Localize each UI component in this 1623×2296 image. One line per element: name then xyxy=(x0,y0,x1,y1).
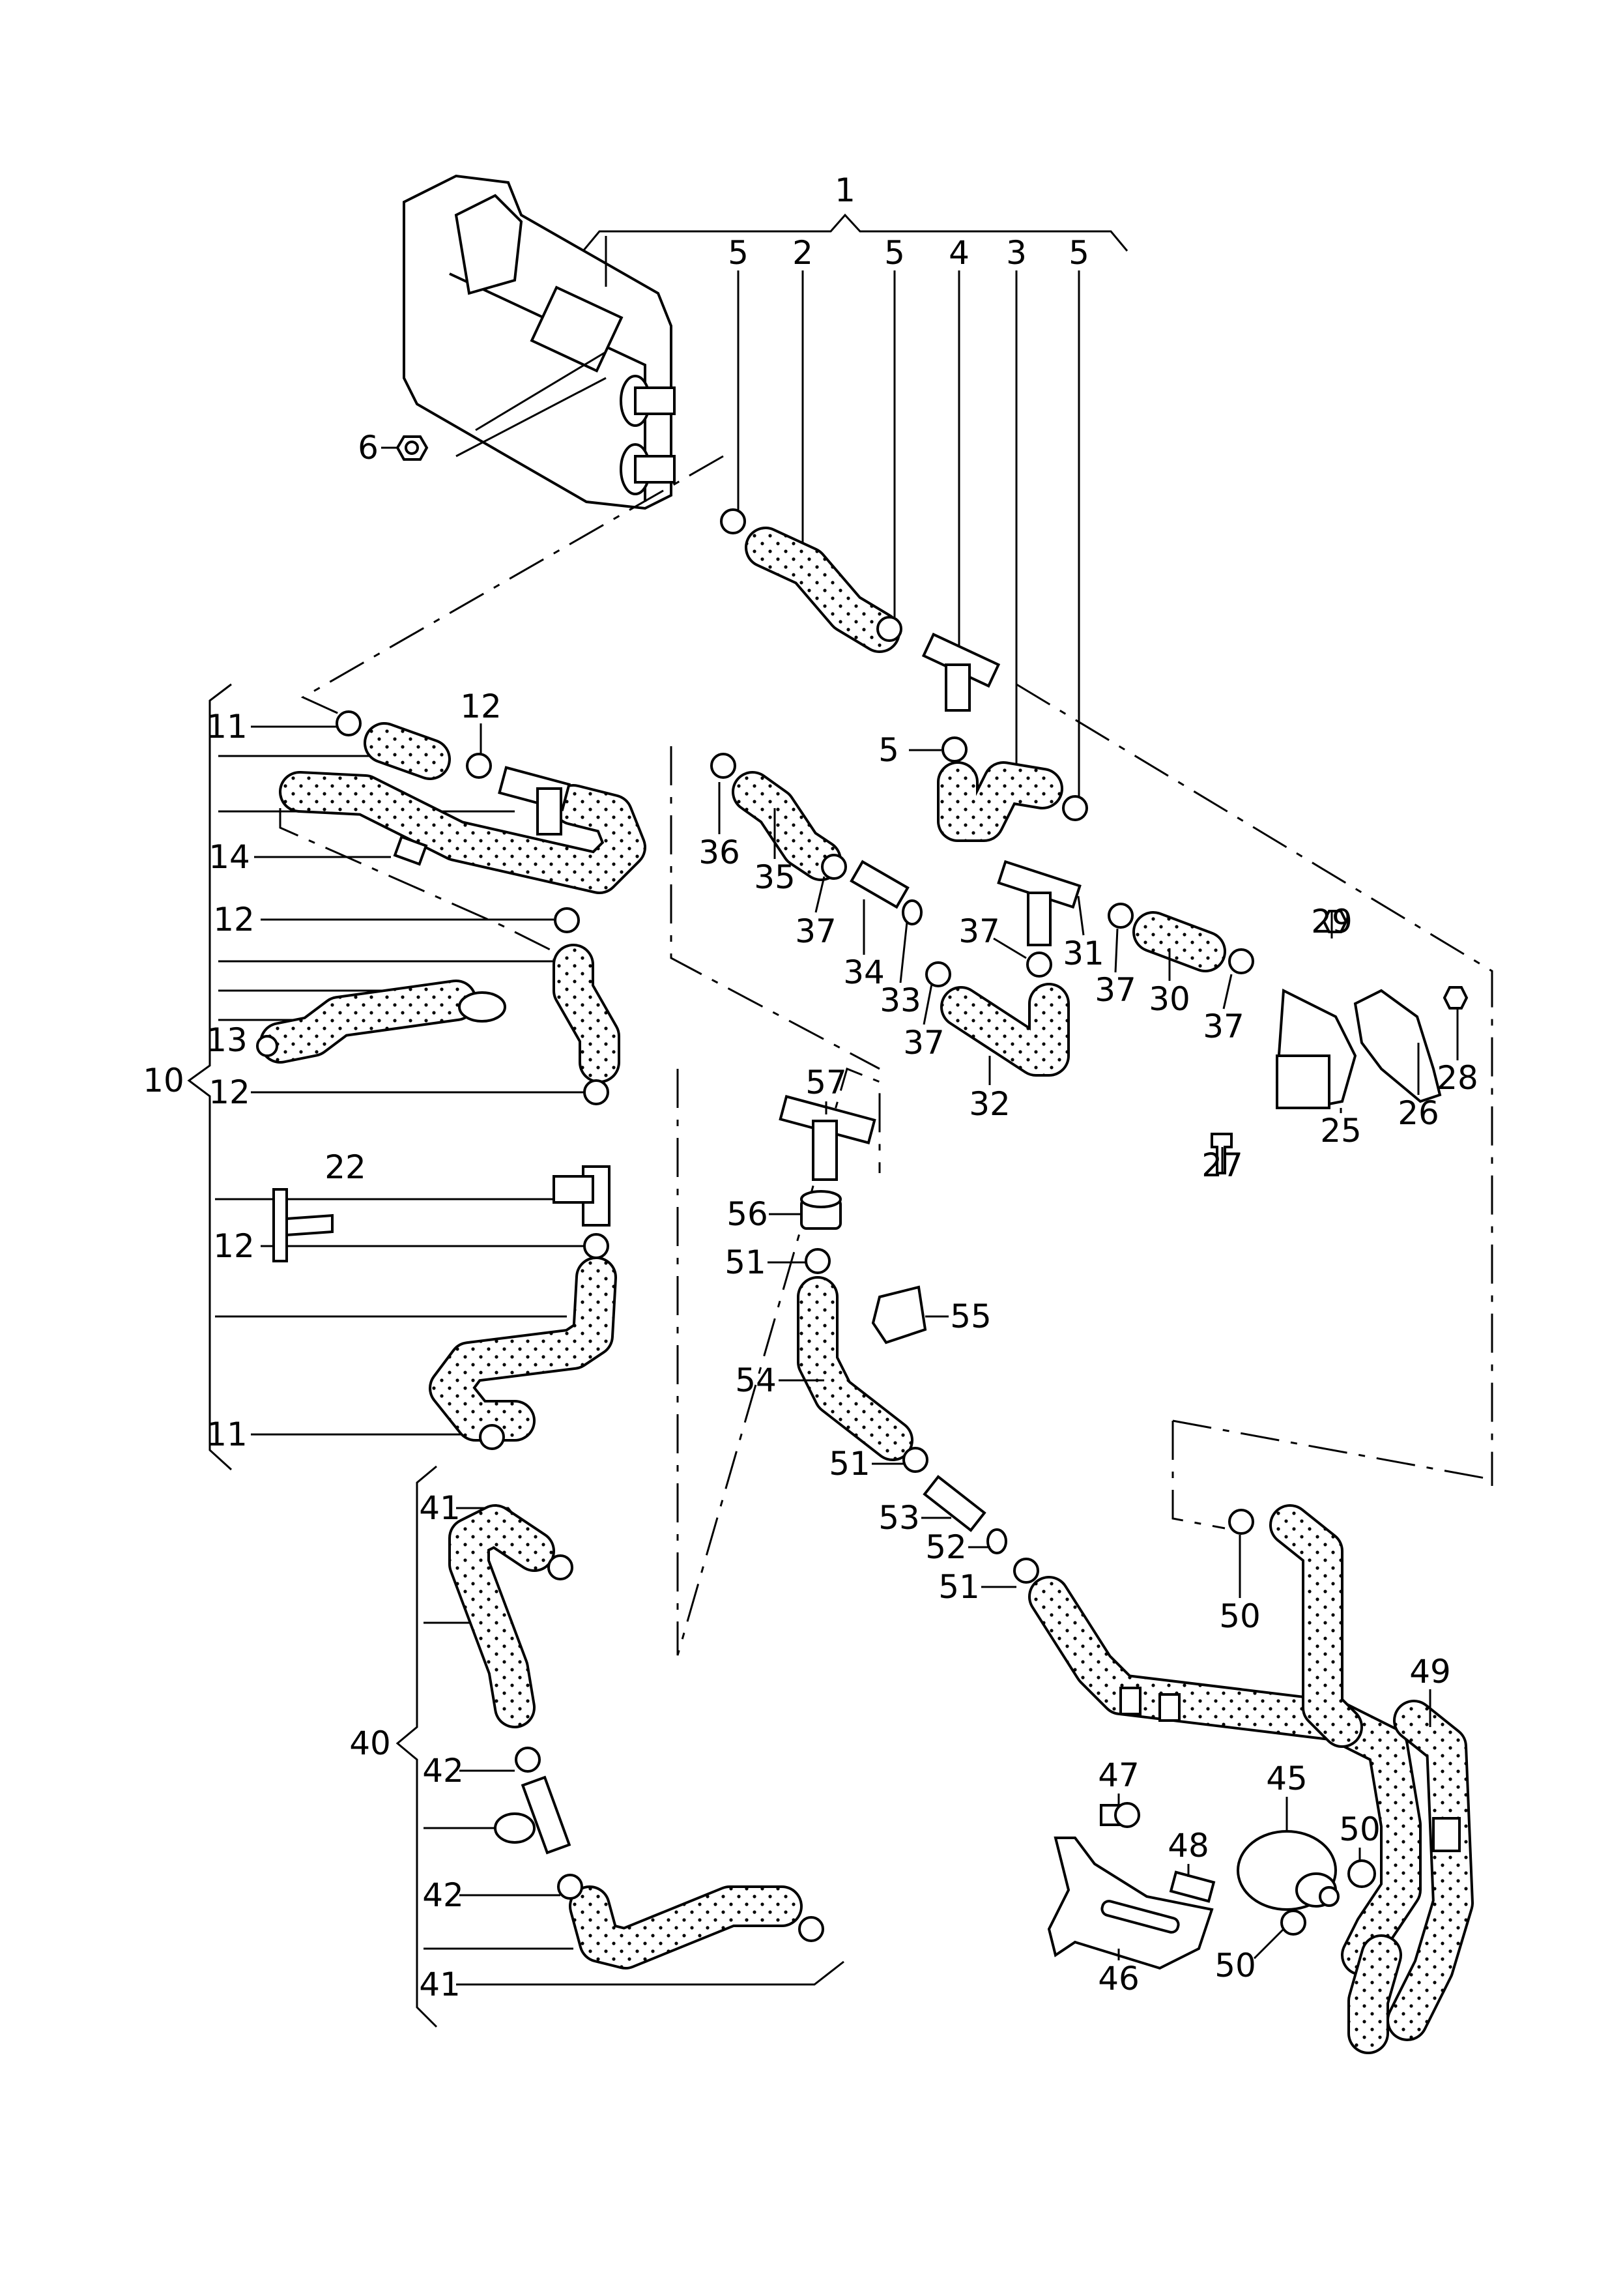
hose-clamps-41-42 xyxy=(515,1554,824,1942)
callout-29: 29 xyxy=(1311,903,1353,940)
callout-42: 42 xyxy=(422,1876,464,1914)
callout-25: 25 xyxy=(1320,1112,1362,1150)
callout-4: 4 xyxy=(949,234,969,272)
nut-6 xyxy=(395,435,429,461)
callout-55: 55 xyxy=(950,1298,992,1335)
callout-50: 50 xyxy=(1219,1597,1261,1635)
coolant-pump-45 xyxy=(1237,1830,1340,1911)
callout-28: 28 xyxy=(1437,1059,1478,1097)
callout-52: 52 xyxy=(925,1528,967,1566)
hose-clamps-11-12-13 xyxy=(256,710,609,1450)
callout-37: 37 xyxy=(903,1024,945,1062)
callout-3: 3 xyxy=(1006,234,1027,272)
callout-12: 12 xyxy=(213,1227,255,1265)
callout-53: 53 xyxy=(878,1499,920,1537)
tee-connector-4 xyxy=(921,632,1001,712)
callout-51: 51 xyxy=(829,1445,870,1483)
callout-12: 12 xyxy=(213,901,255,938)
callout-47: 47 xyxy=(1098,1756,1140,1794)
callout-54: 54 xyxy=(735,1361,777,1399)
leader-lines xyxy=(381,446,1459,1960)
auxiliary-heater-unit xyxy=(403,174,676,510)
callout-30: 30 xyxy=(1149,980,1190,1018)
phantom-line-group50 xyxy=(1171,1419,1493,1530)
connector-56 xyxy=(800,1190,842,1230)
hose-assembly-49 xyxy=(1028,1504,1474,2054)
group-1-bracket xyxy=(582,213,1128,808)
hose-clamps-36-37 xyxy=(710,753,1254,987)
phantom-line-group57 xyxy=(676,1067,881,1656)
callout-45: 45 xyxy=(1266,1760,1308,1797)
hoses-group-35 xyxy=(732,771,1226,1077)
hoses-group-10 xyxy=(259,722,646,1442)
callout-5: 5 xyxy=(878,731,899,769)
connector-53-restrictor-52 xyxy=(923,1475,1007,1554)
tee-connector-57 xyxy=(779,1095,876,1181)
callout-50: 50 xyxy=(1339,1810,1381,1848)
hose-clamps-5 xyxy=(720,508,1088,821)
callout-41: 41 xyxy=(419,1966,461,2003)
hose-54 xyxy=(797,1276,913,1461)
hose-clamps-51 xyxy=(805,1248,1039,1584)
callout-12: 12 xyxy=(460,688,502,725)
callout-37: 37 xyxy=(1095,971,1136,1009)
phantom-line-heater-to-group10 xyxy=(300,455,724,715)
callout-11: 11 xyxy=(206,1416,248,1453)
callout-42: 42 xyxy=(422,1752,464,1790)
callout-27: 27 xyxy=(1201,1146,1243,1184)
callout-6: 6 xyxy=(358,429,379,467)
callout-5: 5 xyxy=(728,234,749,272)
callout-37: 37 xyxy=(795,912,837,950)
callout-34: 34 xyxy=(843,953,885,991)
callout-31: 31 xyxy=(1063,935,1104,972)
hose-2 xyxy=(745,527,900,653)
callout-14: 14 xyxy=(208,838,250,876)
callout-50: 50 xyxy=(1214,1947,1256,1984)
phantom-line-group1-right xyxy=(1016,683,1493,1486)
callout-51: 51 xyxy=(938,1568,980,1606)
callout-46: 46 xyxy=(1098,1960,1140,1998)
callout-36: 36 xyxy=(698,834,740,871)
callout-33: 33 xyxy=(880,981,921,1019)
phantom-line-group35 xyxy=(670,746,880,1070)
callout-11: 11 xyxy=(206,708,248,746)
callout-41: 41 xyxy=(419,1489,461,1527)
callout-40: 40 xyxy=(349,1724,391,1762)
callout-49: 49 xyxy=(1409,1653,1451,1691)
callout-22: 22 xyxy=(324,1148,366,1186)
label-plate-48 xyxy=(1169,1870,1216,1903)
callout-5: 5 xyxy=(1069,234,1089,272)
callout-26: 26 xyxy=(1398,1094,1439,1132)
callout-32: 32 xyxy=(969,1085,1011,1123)
fittings-group-35 xyxy=(850,860,1082,946)
group-10-bracket xyxy=(187,683,586,1471)
callout-35: 35 xyxy=(754,858,796,896)
callout-2: 2 xyxy=(792,234,813,272)
hoses-group-40 xyxy=(448,1504,803,1969)
callout-56: 56 xyxy=(726,1195,768,1233)
hose-3 xyxy=(937,761,1063,842)
callout-13: 13 xyxy=(206,1021,248,1059)
bracket-46 xyxy=(1047,1837,1214,1970)
callout-57: 57 xyxy=(805,1064,847,1101)
tee-connector-group-40 xyxy=(494,1775,571,1855)
callout-1: 1 xyxy=(835,171,855,209)
callout-5: 5 xyxy=(884,234,905,272)
hose-clamps-50 xyxy=(1228,1509,1376,1936)
bolt-47 xyxy=(1100,1802,1140,1828)
callout-12: 12 xyxy=(208,1073,250,1111)
callout-10: 10 xyxy=(143,1062,184,1099)
callout-37: 37 xyxy=(958,912,1000,950)
holder-55 xyxy=(871,1285,927,1344)
fittings-group-10 xyxy=(272,766,610,1262)
callout-37: 37 xyxy=(1203,1008,1244,1045)
callout-48: 48 xyxy=(1168,1827,1209,1865)
part-labels: 1 5 2 5 4 3 5 6 11 12 14 12 13 10 12 22 … xyxy=(143,171,1478,2003)
callout-51: 51 xyxy=(725,1243,766,1281)
